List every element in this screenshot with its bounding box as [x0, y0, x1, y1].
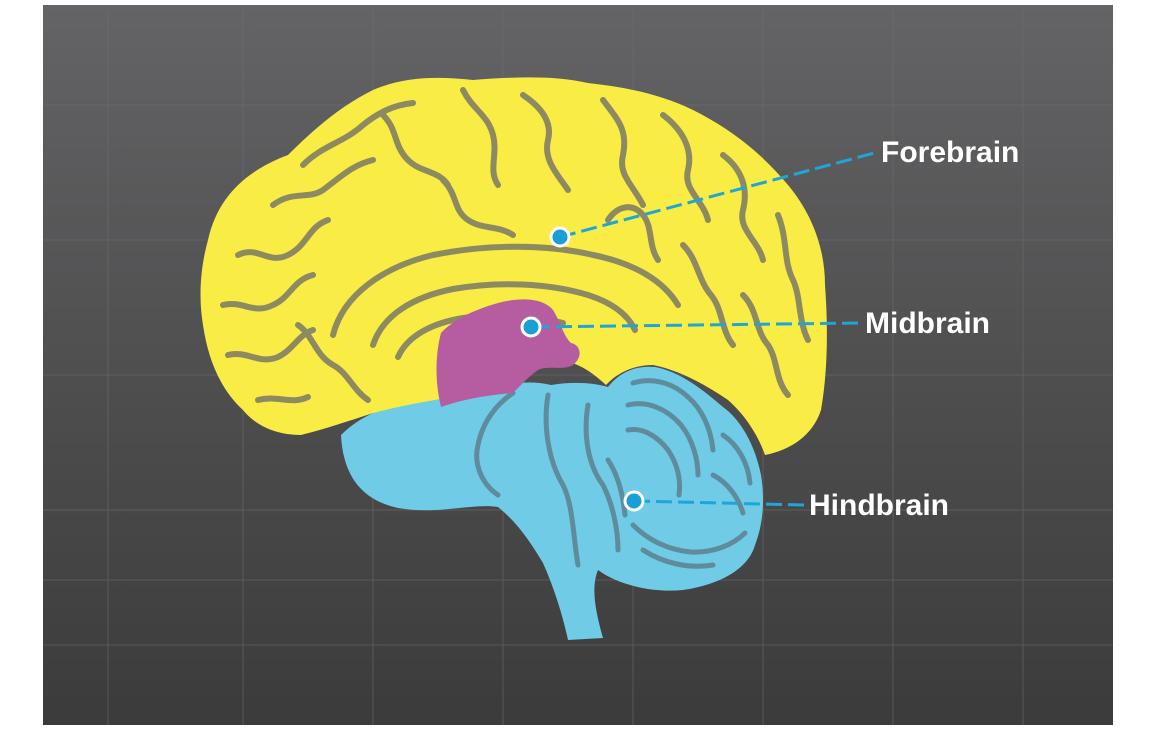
sulcus-17: [295, 322, 371, 403]
cerebellum-fold-3: [625, 426, 683, 498]
forebrain-label: Forebrain: [881, 136, 1019, 169]
sulcus-1: [270, 157, 376, 208]
sulcus-6: [255, 394, 311, 404]
hindbrain-leader-line: [633, 499, 806, 507]
sulcus-13: [775, 212, 811, 343]
midbrain-label: Midbrain: [865, 307, 990, 340]
forebrain-leader-line: [559, 150, 879, 239]
cingulate-sulcus: [330, 243, 681, 338]
sulcus-15: [680, 242, 736, 348]
markers: [520, 226, 645, 512]
sulcus-11: [660, 112, 711, 223]
sulcus-5: [225, 327, 316, 363]
sulcus-2: [300, 100, 416, 168]
cerebellum-fold-8: [605, 457, 628, 518]
cerebellum-fold-1: [630, 378, 716, 453]
brain-diagram: Forebrain Midbrain Hindbrain: [43, 5, 1113, 725]
brainstem-outline: [474, 390, 516, 498]
hindbrain-marker: [623, 490, 645, 512]
hindbrain-label: Hindbrain: [809, 489, 949, 522]
sulcus-7: [380, 112, 451, 188]
brain-illustration: Forebrain Midbrain Hindbrain: [43, 5, 1113, 725]
midbrain-leader-line: [533, 321, 862, 329]
hindbrain-shape: [341, 366, 763, 640]
callosal-sulcus-outer: [370, 281, 638, 348]
sulcus-9: [520, 92, 571, 193]
forebrain-marker: [549, 226, 571, 248]
sulcus-10: [600, 97, 646, 208]
sulcus-12: [720, 152, 766, 263]
cerebellum-fold-7: [640, 547, 716, 569]
sulcus-3: [235, 217, 331, 261]
sulcus-18: [440, 177, 516, 238]
leader-lines: [533, 150, 879, 507]
fourth-ventricle: [583, 402, 621, 553]
sulcus-16: [605, 204, 661, 263]
cerebellum-fold-5: [710, 472, 746, 516]
forebrain-region: [200, 77, 827, 456]
cerebellum-fold-6: [630, 522, 748, 555]
sulcus-4: [220, 272, 316, 312]
cerebellum-fold-2: [625, 401, 701, 478]
brainstem-groove: [543, 392, 581, 568]
forebrain-shape: [200, 77, 827, 456]
hindbrain-region: [341, 366, 763, 640]
midbrain-marker: [520, 316, 542, 338]
sulcus-14: [740, 292, 791, 398]
sulcus-8: [460, 87, 501, 188]
cerebellum-fold-4: [720, 432, 753, 486]
